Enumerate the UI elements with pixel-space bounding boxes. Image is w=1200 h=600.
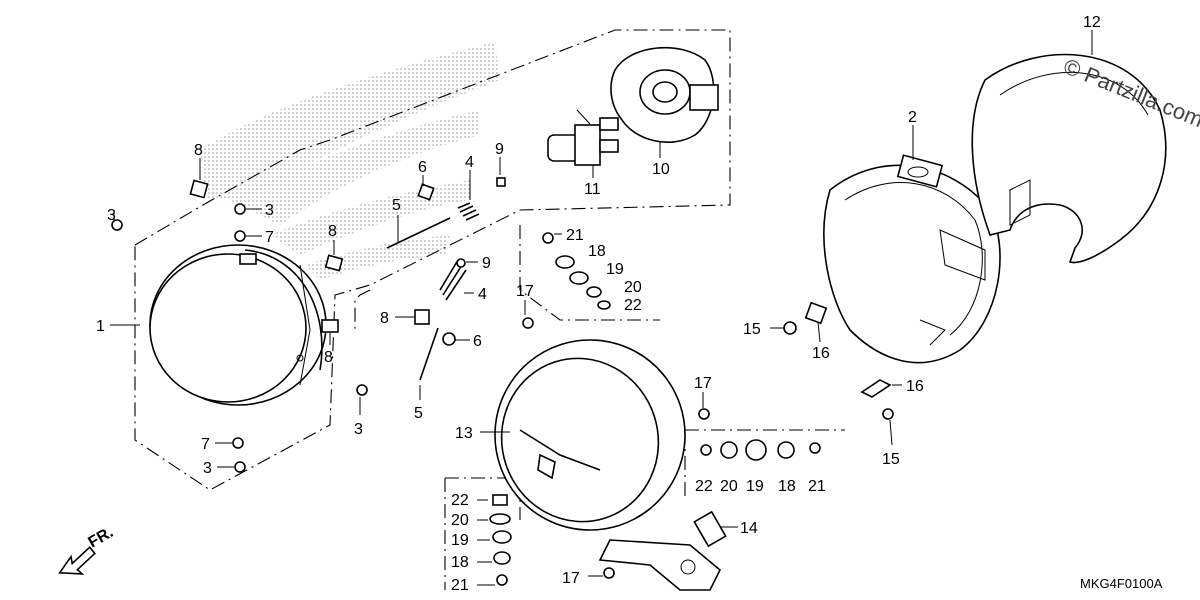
callout-9: 9	[495, 141, 504, 158]
callout-19: 19	[746, 478, 764, 495]
callout-12: 12	[1083, 14, 1101, 31]
callout-3: 3	[265, 202, 274, 219]
callout-15: 15	[882, 451, 900, 468]
callout-15: 15	[743, 321, 761, 338]
assembly-outlines	[134, 29, 845, 590]
callout-9: 9	[482, 255, 491, 272]
headlight-case-inner[interactable]	[823, 154, 1001, 364]
callout-19: 19	[451, 532, 469, 549]
callout-20: 20	[624, 279, 642, 296]
callout-3: 3	[203, 460, 212, 477]
outer-cover[interactable]	[971, 53, 1167, 264]
callout-4: 4	[478, 286, 487, 303]
callout-18: 18	[451, 554, 469, 571]
headlight-unit[interactable]	[149, 244, 327, 406]
callout-5: 5	[392, 197, 401, 214]
callout-7: 7	[265, 229, 274, 246]
leader-lines	[110, 30, 1093, 577]
socket-cover[interactable]	[610, 46, 719, 143]
diagram-code: MKG4F0100A	[1080, 576, 1163, 591]
callout-6: 6	[418, 159, 427, 176]
callout-21: 21	[808, 478, 826, 495]
stack-leaders	[477, 499, 495, 586]
callout-4: 4	[465, 154, 474, 171]
small-hardware[interactable]	[111, 177, 894, 586]
callout-labels: 12 2 8 6 4 9 11 10 3 3 7 5 8 1 8 3 7 3 2…	[96, 14, 1101, 594]
callout-17: 17	[694, 375, 712, 392]
callout-22: 22	[451, 492, 469, 509]
callout-8: 8	[328, 223, 337, 240]
callout-22: 22	[624, 297, 642, 314]
front-arrow-icon: FR.	[58, 524, 116, 575]
callout-17: 17	[516, 283, 534, 300]
callout-18: 18	[588, 243, 606, 260]
callout-2: 2	[908, 109, 917, 126]
callout-8: 8	[324, 349, 333, 366]
callout-21: 21	[451, 577, 469, 594]
callout-5: 5	[414, 405, 423, 422]
bulb[interactable]	[547, 109, 619, 166]
callout-11: 11	[584, 181, 601, 198]
callout-13: 13	[455, 425, 473, 442]
callout-3: 3	[107, 207, 116, 224]
callout-19: 19	[606, 261, 624, 278]
headlight-case[interactable]	[470, 315, 721, 591]
callout-1: 1	[96, 318, 105, 335]
callout-7: 7	[201, 436, 210, 453]
callout-16: 16	[812, 345, 830, 362]
wing-logo-background	[200, 42, 500, 280]
callout-8: 8	[380, 310, 389, 327]
callout-16: 16	[906, 378, 924, 395]
callout-6: 6	[473, 333, 482, 350]
callout-18: 18	[778, 478, 796, 495]
callout-3: 3	[354, 421, 363, 438]
callout-22: 22	[695, 478, 713, 495]
callout-14: 14	[740, 520, 758, 537]
callout-20: 20	[720, 478, 738, 495]
callout-20: 20	[451, 512, 469, 529]
callout-21: 21	[566, 227, 584, 244]
callout-17: 17	[562, 570, 580, 587]
callout-10: 10	[652, 161, 670, 178]
callout-8: 8	[194, 142, 203, 159]
